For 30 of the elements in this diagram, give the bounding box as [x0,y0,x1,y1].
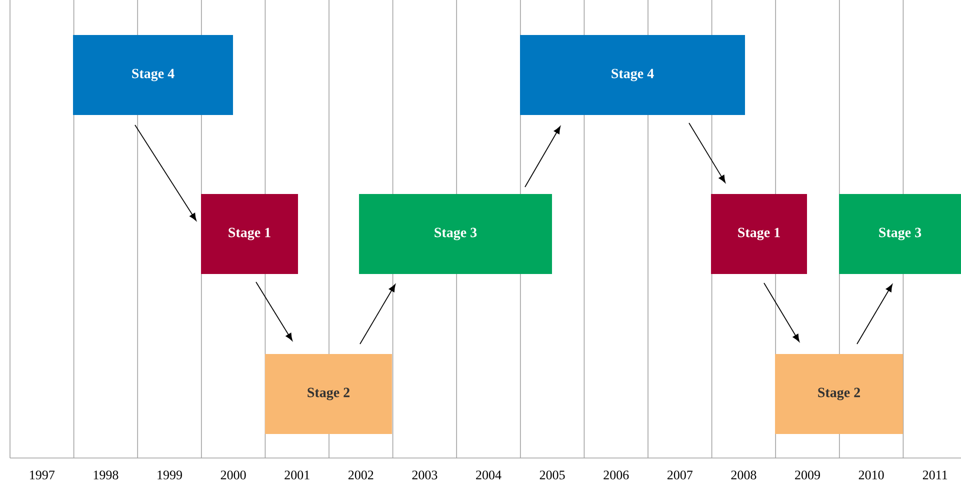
stage-box: Stage 3 [359,194,552,274]
year-label: 2002 [348,470,374,480]
arrow [764,282,800,342]
year-label: 2001 [284,470,310,480]
year-label: 2008 [731,470,756,480]
year-label: 2011 [922,470,948,480]
arrow [134,124,196,221]
year-label: 2003 [412,470,438,480]
year-label: 2005 [540,470,565,480]
year-label: 2010 [858,470,884,480]
year-label: 2007 [667,470,693,480]
arrow [360,284,396,344]
arrow [856,284,893,344]
stage-box: Stage 4 [73,35,233,115]
stage-box: Stage 2 [775,354,903,434]
year-label: 1998 [94,470,118,480]
stage-box: Stage 1 [711,194,807,274]
year-label: 2004 [476,470,502,480]
stage-box: Stage 1 [201,194,298,274]
stage-box: Stage 2 [265,354,392,434]
year-label: 1999 [158,470,182,480]
year-label: 2000 [220,470,246,480]
stage-box: Stage 4 [520,35,745,115]
year-label: 1997 [30,470,55,480]
stage-box: Stage 3 [839,194,961,274]
arrow [688,122,726,183]
arrow [524,126,561,188]
year-label: 2009 [795,470,820,480]
arrow [256,282,293,341]
year-label: 2006 [604,470,629,480]
